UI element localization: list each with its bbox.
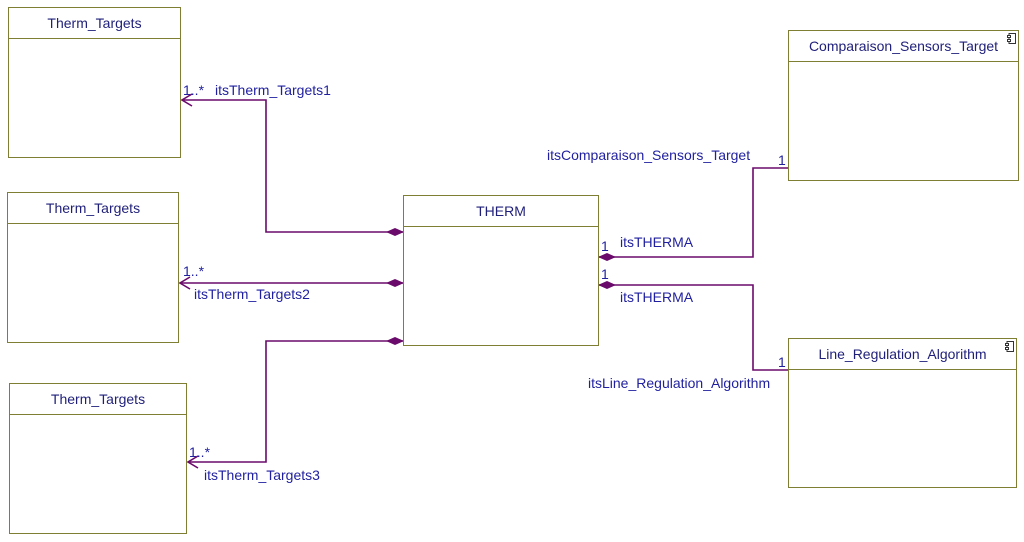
navigable-arrow-head <box>180 93 193 107</box>
association-line-therm-targets-3[interactable] <box>188 340 404 463</box>
role-label: itsTherm_Targets1 <box>215 82 331 98</box>
class-comparaison-sensors-target[interactable]: Comparaison_Sensors_Target <box>788 30 1019 181</box>
component-icon <box>1007 33 1016 44</box>
multiplicity-label: 1 <box>601 238 609 254</box>
role-label: itsComparaison_Sensors_Target <box>547 147 751 163</box>
composition-diamond <box>386 337 404 345</box>
component-icon <box>1005 341 1014 352</box>
composition-diamond <box>386 279 404 287</box>
class-name: Line_Regulation_Algorithm <box>789 339 1016 370</box>
role-label: itsTHERMA <box>620 289 694 305</box>
class-name-text: Line_Regulation_Algorithm <box>818 346 987 362</box>
association-line-therm-targets-1[interactable] <box>182 99 404 233</box>
composition-diamond <box>386 228 404 236</box>
role-label: itsLine_Regulation_Algorithm <box>588 375 771 391</box>
class-name-text: Comparaison_Sensors_Target <box>808 38 999 54</box>
multiplicity-label: 1..* <box>189 444 211 460</box>
role-label: itsTherm_Targets2 <box>194 286 310 302</box>
class-therm-targets-1[interactable]: Therm_Targets <box>8 7 181 158</box>
class-therm-targets-2[interactable]: Therm_Targets <box>7 192 179 343</box>
navigable-arrow-head <box>178 276 191 290</box>
multiplicity-label: 1 <box>778 354 786 370</box>
class-name: Comparaison_Sensors_Target <box>789 31 1018 62</box>
association-line-line-regulation[interactable] <box>598 284 789 371</box>
class-name: Therm_Targets <box>10 384 186 415</box>
navigable-arrow-head <box>186 455 199 469</box>
composition-diamond <box>598 253 616 261</box>
multiplicity-label: 1 <box>601 266 609 282</box>
association-line-comparaison[interactable] <box>598 167 789 258</box>
multiplicity-label: 1 <box>778 152 786 168</box>
class-line-regulation-algorithm[interactable]: Line_Regulation_Algorithm <box>788 338 1017 488</box>
composition-diamond <box>598 281 616 289</box>
class-name: Therm_Targets <box>9 8 180 39</box>
class-name: Therm_Targets <box>8 193 178 224</box>
class-therm[interactable]: THERM <box>403 195 599 346</box>
role-label: itsTHERMA <box>620 234 694 250</box>
class-therm-targets-3[interactable]: Therm_Targets <box>9 383 187 534</box>
role-label: itsTherm_Targets3 <box>204 467 320 483</box>
class-name: THERM <box>404 196 598 227</box>
multiplicity-label: 1..* <box>183 82 205 98</box>
multiplicity-label: 1..* <box>183 263 205 279</box>
